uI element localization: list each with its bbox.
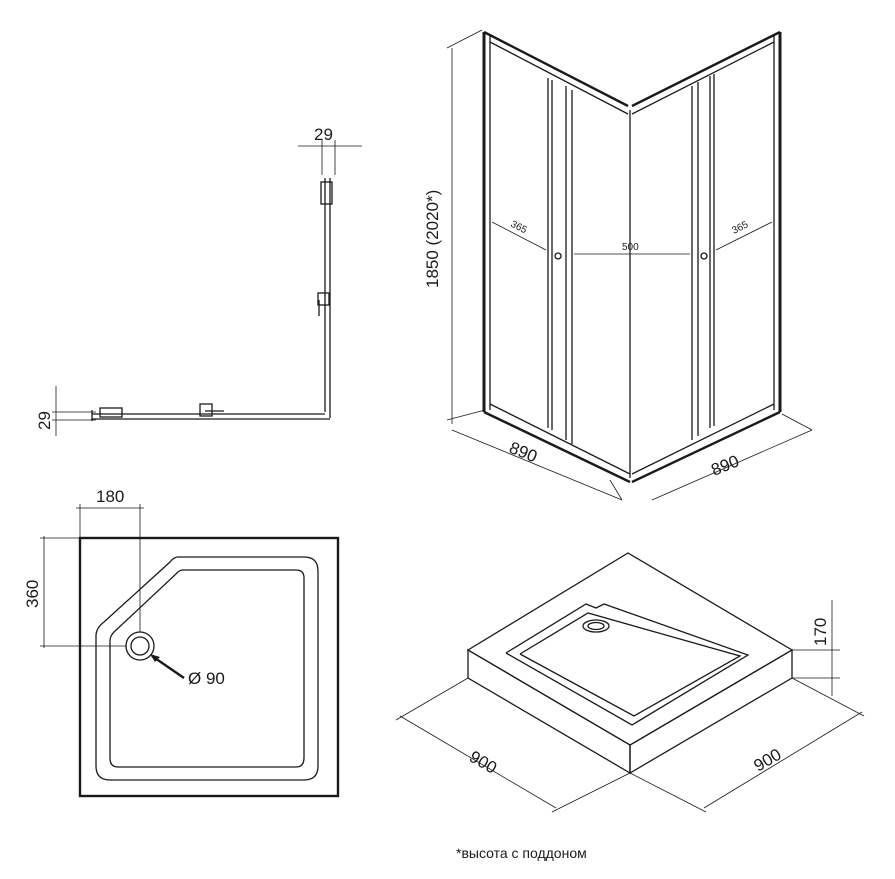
- tray-iso-top-face: [466, 552, 794, 746]
- cabin-left-bottom-rail: [483, 410, 631, 484]
- cabin-left-top-rail: [483, 30, 629, 108]
- cabin-perspective-view: 1850 (2020*) 365 500 3: [423, 29, 813, 501]
- tray-iso-width-left-label: 900: [466, 747, 500, 778]
- cabin-base-left-ext: [609, 479, 623, 501]
- cabin-left-bottom-rail-inner: [489, 403, 631, 475]
- tray-iso-left-dim-line: [399, 715, 557, 809]
- tray-iso-left-face: [467, 648, 631, 775]
- profile-left-width-label: 29: [35, 411, 54, 430]
- tray-iso-drain-inner: [587, 621, 605, 631]
- tray-iso-height-label: 170: [811, 618, 830, 646]
- cabin-right-top-rail: [631, 30, 781, 108]
- height-footnote: *высота с поддоном: [456, 845, 587, 861]
- tray-inner-rim-outer: [95, 556, 319, 781]
- vertical-profile-clip-mid: [317, 292, 330, 306]
- cabin-right-handle: [700, 252, 708, 260]
- tray-drain-inner: [130, 636, 150, 656]
- profile-section-view: 29 29: [35, 125, 362, 436]
- cabin-base-left-dim-line: [451, 429, 623, 501]
- cabin-left-door-label: 365: [509, 219, 529, 237]
- tray-iso-width-right-label: 900: [751, 745, 785, 776]
- cabin-height-ext-bottom: [446, 409, 486, 421]
- tray-iso-right-dim-line: [703, 711, 863, 809]
- horizontal-profile-clip-mid: [199, 403, 213, 417]
- tray-isometric-view: 170 900 900: [395, 552, 865, 813]
- tray-iso-left-ext-1: [395, 677, 469, 721]
- tray-drain-outer: [125, 631, 155, 661]
- tray-iso-left-ext-2: [551, 772, 631, 813]
- tray-inner-rim-inner: [109, 569, 305, 768]
- cabin-center-panel-label: 500: [622, 242, 639, 253]
- cabin-left-top-rail-inner: [489, 41, 629, 115]
- cabin-base-right-ext: [781, 413, 813, 431]
- tray-iso-basin-outer: [505, 603, 750, 726]
- cabin-base-left-label: 890: [507, 438, 540, 466]
- cabin-right-top-rail-inner: [631, 41, 775, 115]
- vertical-profile-clip-top: [320, 181, 333, 205]
- tray-drain-diameter-label: Ø 90: [188, 669, 225, 688]
- tray-iso-basin-inner: [519, 612, 742, 717]
- cabin-left-door-dim-line: [491, 221, 547, 251]
- cabin-base-right-label: 890: [708, 451, 741, 479]
- tray-drain-leader-arrow: [150, 654, 160, 662]
- tray-iso-drain-outer: [582, 619, 610, 633]
- tray-outer-border: [78, 536, 340, 798]
- tray-offset-y-label: 360: [23, 580, 42, 608]
- cabin-right-door-dim-line: [715, 221, 773, 251]
- cabin-right-bottom-rail-inner: [631, 403, 775, 475]
- cabin-left-handle: [554, 252, 562, 260]
- cabin-height-ext-top: [446, 29, 483, 49]
- cabin-height-label: 1850 (2020*): [423, 190, 442, 288]
- profile-top-width-label: 29: [314, 125, 333, 144]
- horizontal-profile-clip-left: [99, 407, 123, 418]
- tray-iso-right-ext-2: [629, 772, 707, 813]
- tray-offset-x-label: 180: [96, 487, 124, 506]
- cabin-base-right-dim-line: [651, 429, 813, 501]
- cabin-right-bottom-rail: [631, 410, 781, 484]
- tray-iso-right-ext-1: [791, 677, 865, 717]
- tray-drain-leader: [151, 655, 185, 679]
- tray-plan-view: 180 360 Ø 90: [23, 487, 340, 798]
